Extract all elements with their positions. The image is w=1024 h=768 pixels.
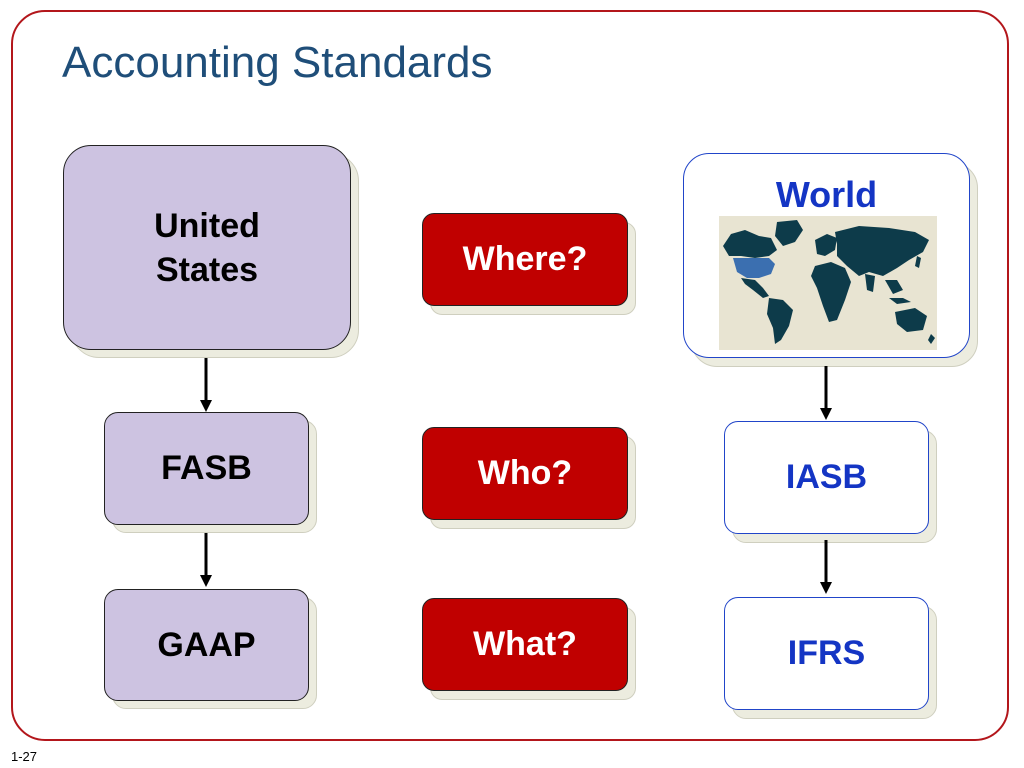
gaap-label: GAAP	[157, 625, 256, 664]
gaap-box: GAAP	[104, 589, 309, 701]
united-states-label-line2: States	[155, 250, 259, 289]
arrow-us-to-fasb	[200, 358, 212, 412]
arrow-fasb-to-gaap	[200, 533, 212, 587]
slide-frame	[11, 10, 1009, 741]
world-map-icon	[719, 216, 937, 350]
arrow-iasb-to-ifrs	[820, 540, 832, 594]
world-label: World	[775, 174, 878, 215]
slide-title: Accounting Standards	[62, 38, 493, 87]
iasb-box: IASB	[724, 421, 929, 534]
ifrs-label: IFRS	[787, 634, 866, 672]
where-box: Where?	[422, 213, 628, 306]
arrow-world-to-iasb	[820, 366, 832, 420]
world-box: World	[683, 153, 970, 358]
fasb-label: FASB	[161, 449, 252, 487]
what-box: What?	[422, 598, 628, 691]
slide-number: 1-27	[11, 749, 38, 764]
fasb-box: FASB	[104, 412, 309, 525]
where-label: Where?	[462, 240, 588, 278]
united-states-box: United States	[63, 145, 351, 350]
who-box: Who?	[422, 427, 628, 520]
ifrs-box: IFRS	[724, 597, 929, 710]
iasb-label: IASB	[785, 458, 868, 496]
who-label: Who?	[477, 454, 573, 492]
what-label: What?	[473, 625, 577, 663]
united-states-label-line1: United	[154, 206, 260, 245]
